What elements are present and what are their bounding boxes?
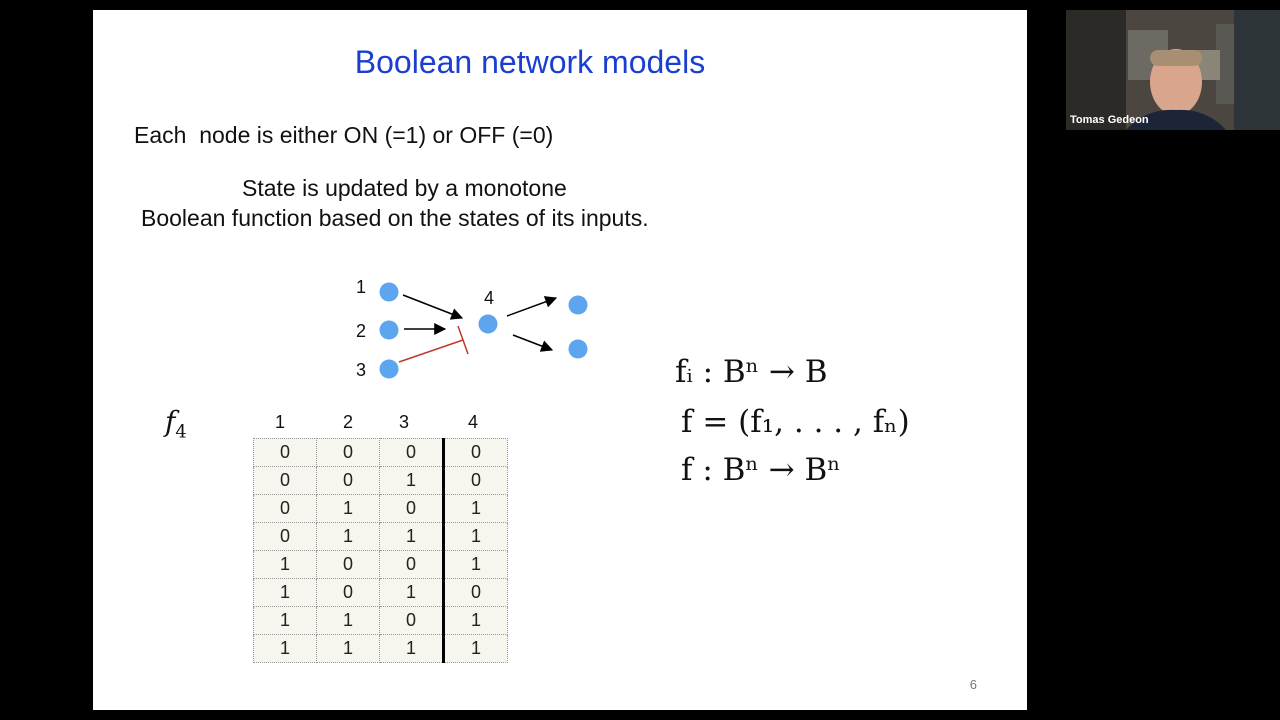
table-header-2: 2 bbox=[342, 412, 353, 432]
table-cell: 0 bbox=[316, 438, 380, 467]
table-cell: 1 bbox=[379, 466, 445, 495]
table-cell: 0 bbox=[316, 578, 380, 607]
slide-text-line-1: Each node is either ON (=1) or OFF (=0) bbox=[134, 122, 554, 148]
table-cell: 0 bbox=[379, 606, 445, 635]
table-cell: 1 bbox=[253, 550, 317, 579]
table-cell: 0 bbox=[253, 438, 317, 467]
edge-1-to-4 bbox=[402, 294, 464, 320]
node-4 bbox=[478, 314, 498, 334]
node-1 bbox=[379, 282, 399, 302]
equation-f-tuple: f = (f₁, . . . , fₙ) bbox=[681, 404, 910, 440]
table-cell: 0 bbox=[443, 438, 508, 467]
presentation-slide: Boolean network models Each node is eith… bbox=[93, 10, 1027, 710]
node-out-bottom bbox=[568, 339, 588, 359]
table-cell: 0 bbox=[379, 494, 445, 523]
node-label-1: 1 bbox=[356, 277, 367, 297]
table-cell: 0 bbox=[379, 550, 445, 579]
table-cell: 1 bbox=[443, 494, 508, 523]
table-cell: 1 bbox=[253, 578, 317, 607]
webcam-scene bbox=[1066, 10, 1280, 130]
webcam-video[interactable]: Tomas Gedeon bbox=[1066, 10, 1280, 130]
table-cell: 1 bbox=[379, 578, 445, 607]
slide-text-line-2: State is updated by a monotone bbox=[242, 175, 567, 201]
table-cell: 1 bbox=[443, 522, 508, 551]
table-cell: 1 bbox=[316, 494, 380, 523]
table-cell: 0 bbox=[443, 578, 508, 607]
node-2 bbox=[379, 320, 399, 340]
table-cell: 0 bbox=[253, 466, 317, 495]
page-number: 6 bbox=[969, 677, 977, 692]
table-cell: 1 bbox=[379, 522, 445, 551]
participant-name: Tomas Gedeon bbox=[1070, 114, 1149, 126]
table-cell: 1 bbox=[316, 606, 380, 635]
table-cell: 0 bbox=[316, 466, 380, 495]
node-label-4: 4 bbox=[484, 288, 495, 308]
table-cell: 0 bbox=[379, 438, 445, 467]
equation-fi: fᵢ : Bⁿ → B bbox=[675, 354, 828, 390]
node-label-3: 3 bbox=[356, 360, 367, 380]
table-cell: 1 bbox=[316, 522, 380, 551]
table-cell: 0 bbox=[316, 550, 380, 579]
table-header-3: 3 bbox=[398, 412, 409, 432]
function-label-f4: f4 bbox=[165, 405, 187, 443]
table-cell: 0 bbox=[253, 494, 317, 523]
table-cell: 1 bbox=[253, 634, 317, 663]
edge-4-to-out-bottom bbox=[512, 334, 554, 352]
equation-f-map: f : Bⁿ → Bⁿ bbox=[681, 452, 841, 488]
table-cell: 1 bbox=[443, 550, 508, 579]
table-cell: 1 bbox=[443, 606, 508, 635]
slide-title: Boolean network models bbox=[354, 44, 706, 80]
table-cell: 1 bbox=[316, 634, 380, 663]
table-header-1: 1 bbox=[274, 412, 285, 432]
slide-text-line-3: Boolean function based on the states of … bbox=[141, 205, 649, 231]
inhibition-bar bbox=[457, 325, 469, 355]
node-label-2: 2 bbox=[356, 321, 367, 341]
edge-3-inhibits-4 bbox=[398, 339, 464, 363]
table-cell: 0 bbox=[443, 466, 508, 495]
table-cell: 0 bbox=[253, 522, 317, 551]
edge-4-to-out-top bbox=[506, 296, 558, 317]
node-out-top bbox=[568, 295, 588, 315]
table-cell: 1 bbox=[443, 634, 508, 663]
table-cell: 1 bbox=[253, 606, 317, 635]
table-cell: 1 bbox=[379, 634, 445, 663]
node-3 bbox=[379, 359, 399, 379]
table-header-4: 4 bbox=[467, 412, 478, 432]
network-diagram bbox=[379, 282, 588, 379]
